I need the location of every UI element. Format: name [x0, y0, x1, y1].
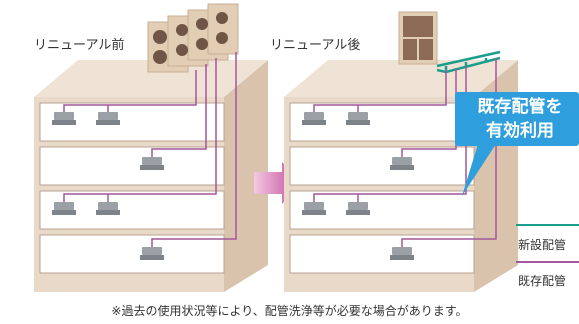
legend-new-pipe-label: 新設配管 — [518, 238, 567, 252]
label-after: リニューアル後 — [270, 38, 361, 53]
footnote: ※過去の使用状況等により、配管洗浄等が必要な場合があります。 — [111, 304, 468, 318]
indoor-units-before — [52, 112, 164, 260]
callout-bubble — [455, 92, 579, 196]
legend-existing-pipe-label: 既存配管 — [518, 274, 567, 288]
outdoor-units-before — [147, 3, 239, 73]
callout-line1: 既存配管を — [477, 97, 563, 117]
callout-text: 既存配管を 有効利用 — [455, 95, 579, 143]
outdoor-unit-after — [398, 11, 438, 65]
existing-pipes-before — [63, 52, 237, 247]
label-before: リニューアル前 — [34, 38, 125, 53]
indoor-units-after — [302, 112, 414, 260]
callout-line2: 有効利用 — [486, 121, 554, 141]
